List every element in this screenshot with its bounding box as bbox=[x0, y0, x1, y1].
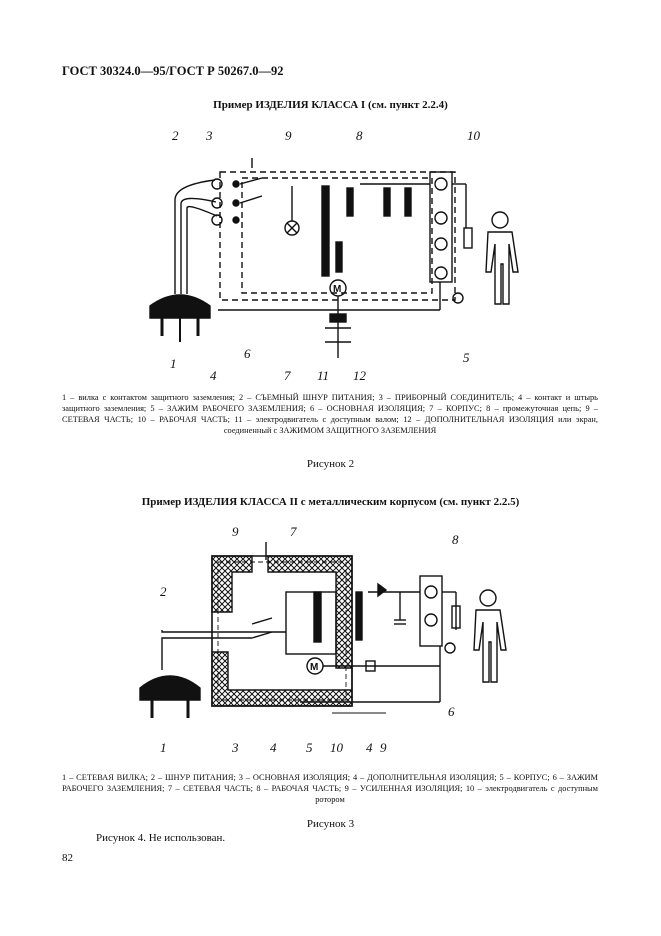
figure-3-diagram: M 9 7 2 8 1 3 4 5 10 4 9 6 bbox=[139, 524, 507, 755]
figure-2-label: Рисунок 2 bbox=[306, 458, 355, 470]
callout-number: 5 bbox=[463, 350, 470, 365]
figure-4-note: Рисунок 4. Не использован. bbox=[96, 832, 226, 844]
callout-number: 12 bbox=[353, 368, 367, 383]
figure-2-title: Пример ИЗДЕЛИЯ КЛАССА I (см. пункт 2.2.4… bbox=[213, 99, 448, 111]
callout-number: 1 bbox=[160, 740, 167, 755]
svg-text:M: M bbox=[310, 662, 318, 673]
svg-text:M: M bbox=[333, 284, 341, 295]
callout-number: 8 bbox=[452, 532, 459, 547]
figure-2-callouts-bottom: 1 4 6 7 11 12 5 bbox=[170, 346, 470, 383]
figure-2-diagram: M 2 3 9 8 10 1 4 6 7 11 12 5 bbox=[149, 128, 519, 383]
callout-number: 7 bbox=[290, 524, 297, 539]
document-header: ГОСТ 30324.0—95/ГОСТ Р 50267.0—92 bbox=[62, 64, 284, 78]
callout-number: 8 bbox=[356, 128, 363, 143]
figure-3-caption: 1 – СЕТЕВАЯ ВИЛКА; 2 – ШНУР ПИТАНИЯ; 3 –… bbox=[62, 773, 598, 804]
callout-number: 6 bbox=[244, 346, 251, 361]
callout-number: 3 bbox=[231, 740, 239, 755]
figure-3-callouts-bottom: 1 3 4 5 10 4 9 6 bbox=[160, 704, 455, 755]
callout-number: 6 bbox=[448, 704, 455, 719]
callout-number: 9 bbox=[232, 524, 239, 539]
figure-3-title: Пример ИЗДЕЛИЯ КЛАССА II с металлическим… bbox=[141, 496, 520, 508]
callout-number: 10 bbox=[467, 128, 481, 143]
callout-number: 10 bbox=[330, 740, 344, 755]
callout-number: 2 bbox=[160, 584, 167, 599]
callout-number: 9 bbox=[285, 128, 292, 143]
callout-number: 11 bbox=[317, 368, 329, 383]
callout-number: 4 bbox=[210, 368, 217, 383]
callout-number: 4 bbox=[366, 740, 373, 755]
callout-number: 5 bbox=[306, 740, 313, 755]
figure-3-label: Рисунок 3 bbox=[306, 818, 355, 830]
figure-2-callouts-top: 2 3 9 8 10 bbox=[172, 128, 481, 143]
figure-2-caption: 1 – вилка с контактом защитного заземлен… bbox=[62, 393, 598, 435]
callout-number: 2 bbox=[172, 128, 179, 143]
callout-number: 3 bbox=[205, 128, 213, 143]
page-number: 82 bbox=[62, 852, 73, 864]
figure-3-callouts-top: 9 7 2 8 bbox=[160, 524, 459, 599]
callout-number: 7 bbox=[284, 368, 291, 383]
callout-number: 1 bbox=[170, 356, 177, 371]
callout-number: 9 bbox=[380, 740, 387, 755]
callout-number: 4 bbox=[270, 740, 277, 755]
